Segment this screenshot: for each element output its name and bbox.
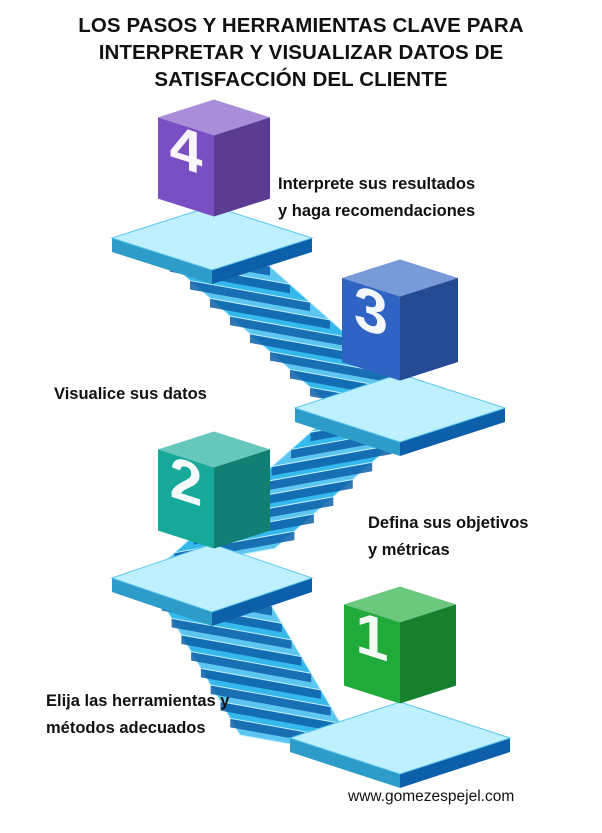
step-4-label: Interprete sus resultados y haga recomen… (278, 171, 475, 225)
stair-riser (271, 445, 392, 476)
step-1-cube: 1 (344, 586, 456, 704)
step-1-label: Elija las herramientas y métodos adecuad… (46, 688, 229, 742)
step-2-number: 2 (170, 443, 203, 520)
step-3-line-1: Visualice sus datos (54, 385, 207, 403)
platform-4 (110, 205, 314, 284)
stair-platforms (110, 205, 512, 788)
cube-right-face (214, 117, 270, 217)
cube-left-face (344, 604, 400, 704)
stair-riser (190, 280, 310, 312)
platform-top (110, 543, 314, 613)
stair-riser (252, 462, 373, 493)
step-2-cube: 2 (158, 431, 270, 549)
platform-left-face (295, 408, 400, 456)
title-line-3: SATISFACCIÓN DEL CLIENTE (154, 68, 448, 91)
platform-left-face (112, 238, 212, 284)
cube-right-face (400, 277, 458, 381)
step-2-line-2: y métricas (368, 541, 450, 559)
step-4-line-2: y haga recomendaciones (278, 202, 476, 220)
cube-right-face (400, 604, 456, 704)
platform-2 (110, 543, 314, 626)
step-4-line-1: Interprete sus resultados (278, 175, 476, 193)
step-2-line-1: Defina sus objetivos (368, 514, 529, 532)
stair-riser (210, 298, 330, 329)
step-cubes: 1 2 3 4 (158, 99, 458, 704)
step-4-number: 4 (170, 111, 203, 188)
platform-right-face (400, 738, 510, 788)
cube-left-face (158, 449, 214, 549)
stair-riser (210, 685, 331, 716)
step-1-line-2: métodos adecuados (46, 719, 206, 737)
stair-riser (171, 618, 292, 649)
stair-riser (270, 351, 390, 383)
platform-top (293, 373, 507, 443)
step-2-label: Defina sus objetivos y métricas (368, 510, 528, 564)
stair-riser (200, 668, 321, 699)
cube-left-face (158, 117, 214, 217)
platform-1 (288, 701, 512, 788)
step-1-line-1: Elija las herramientas y (46, 692, 230, 710)
cube-top-face (158, 431, 270, 468)
cube-top-face (158, 99, 270, 136)
infographic-title: LOS PASOS Y HERRAMIENTAS CLAVE PARA INTE… (0, 12, 602, 93)
stair-riser (181, 635, 302, 666)
step-1-number: 1 (356, 598, 389, 675)
platform-top (288, 701, 512, 775)
stair-riser (191, 651, 312, 683)
step-3-label: Visualice sus datos (54, 381, 207, 408)
stair-riser (250, 333, 370, 365)
step-3-number: 3 (354, 272, 388, 351)
platform-left-face (290, 738, 400, 788)
step-4-cube: 4 (158, 99, 270, 217)
cube-left-face (342, 277, 400, 381)
platform-left-face (112, 578, 212, 626)
cube-right-face (214, 449, 270, 549)
website-credit: www.gomezespejel.com (348, 788, 515, 805)
title-line-2: INTERPRETAR Y VISUALIZAR DATOS DE (98, 41, 504, 64)
platform-right-face (212, 578, 312, 626)
platform-right-face (400, 408, 505, 456)
title-line-1: LOS PASOS Y HERRAMIENTAS CLAVE PARA (78, 14, 524, 37)
cube-top-face (344, 586, 456, 623)
platform-top (110, 205, 314, 271)
stair-riser (230, 316, 350, 347)
step-3-cube: 3 (342, 259, 458, 381)
platform-right-face (212, 238, 312, 284)
stair-riser (220, 701, 341, 733)
platform-3 (293, 373, 507, 456)
